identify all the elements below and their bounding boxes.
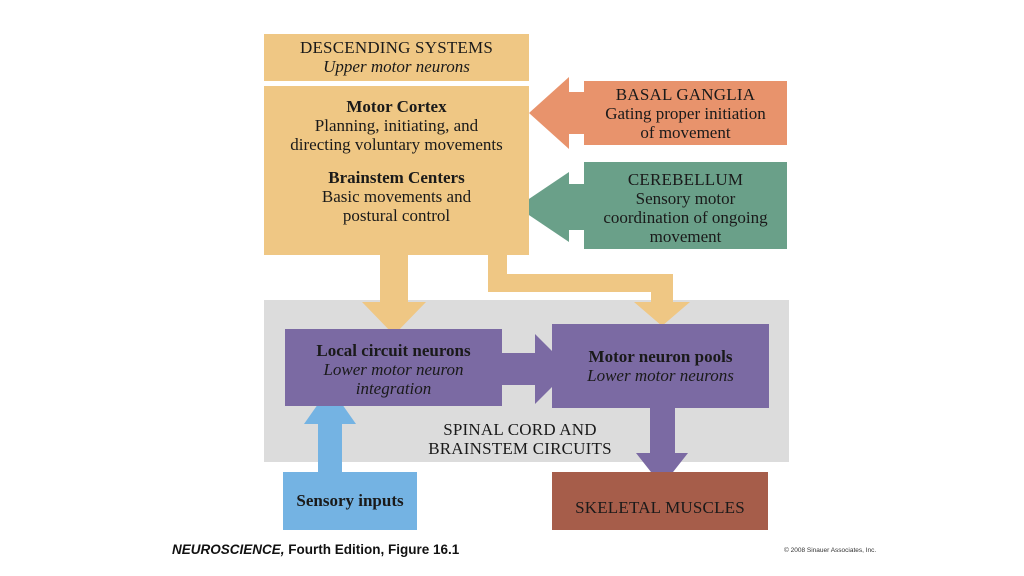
brainstem-centers-line-1: Basic movements and: [321, 187, 472, 206]
pools-to-skeletal-arrow: [636, 408, 688, 486]
basal-ganglia-line-2: of movement: [640, 123, 731, 142]
motor-neuron-pools-line-1: Lower motor neurons: [587, 366, 734, 385]
upper-to-local-arrow: [362, 255, 426, 335]
motor-cortex-title: Motor Cortex: [346, 97, 447, 116]
sensory-to-local-arrow: [304, 387, 356, 472]
spinal-cord-line-1: SPINAL CORD AND: [443, 420, 597, 439]
cerebellum-title: CEREBELLUM: [627, 170, 744, 189]
basal-ganglia-title: BASAL GANGLIA: [615, 85, 756, 104]
copyright-notice: © 2008 Sinauer Associates, Inc.: [784, 547, 877, 554]
spinal-cord-label: SPINAL CORD AND BRAINSTEM CIRCUITS: [400, 420, 640, 458]
local-to-pools-arrow: [502, 334, 570, 404]
cerebellum-line-2: coordination of ongoing: [603, 208, 768, 227]
descending-systems-title: DESCENDING SYSTEMS: [300, 38, 493, 57]
sensory-inputs-box: Sensory inputs: [283, 472, 417, 530]
figure-caption: NEUROSCIENCE, Fourth Edition, Figure 16.…: [172, 542, 459, 557]
sensory-inputs-title: Sensory inputs: [296, 491, 404, 510]
skeletal-muscles-box: SKELETAL MUSCLES: [552, 472, 768, 530]
spinal-cord-line-2: BRAINSTEM CIRCUITS: [428, 439, 612, 458]
motor-neuron-pools-box: Motor neuron pools Lower motor neurons: [552, 324, 769, 408]
motor-cortex-line-1: Planning, initiating, and: [314, 116, 479, 135]
local-circuit-line-2: integration: [355, 379, 432, 398]
basal-ganglia-line-1: Gating proper initiation: [605, 104, 766, 123]
cerebellum-arrow: [517, 172, 584, 242]
skeletal-muscles-title: SKELETAL MUSCLES: [575, 498, 745, 517]
upper-motor-box: Motor Cortex Planning, initiating, and d…: [264, 86, 529, 255]
motor-cortex-line-2: directing voluntary movements: [290, 135, 503, 154]
caption-rest: Fourth Edition, Figure 16.1: [284, 542, 460, 557]
cerebellum-box: CEREBELLUM Sensory motor coordination of…: [584, 162, 787, 249]
cerebellum-line-3: movement: [649, 227, 722, 246]
local-circuit-box: Local circuit neurons Lower motor neuron…: [285, 329, 502, 406]
upper-to-pools-arrow: [488, 255, 690, 326]
basal-ganglia-arrow: [529, 77, 584, 149]
brainstem-centers-line-2: postural control: [342, 206, 451, 225]
cerebellum-line-1: Sensory motor: [635, 189, 736, 208]
descending-systems-box: DESCENDING SYSTEMS Upper motor neurons: [264, 34, 529, 81]
descending-systems-subtitle: Upper motor neurons: [323, 57, 470, 76]
caption-book: NEUROSCIENCE,: [172, 542, 285, 557]
local-circuit-line-1: Lower motor neuron: [323, 360, 464, 379]
motor-neuron-pools-title: Motor neuron pools: [588, 347, 733, 366]
brainstem-centers-title: Brainstem Centers: [328, 168, 465, 187]
basal-ganglia-box: BASAL GANGLIA Gating proper initiation o…: [584, 81, 787, 145]
local-circuit-title: Local circuit neurons: [316, 341, 471, 360]
